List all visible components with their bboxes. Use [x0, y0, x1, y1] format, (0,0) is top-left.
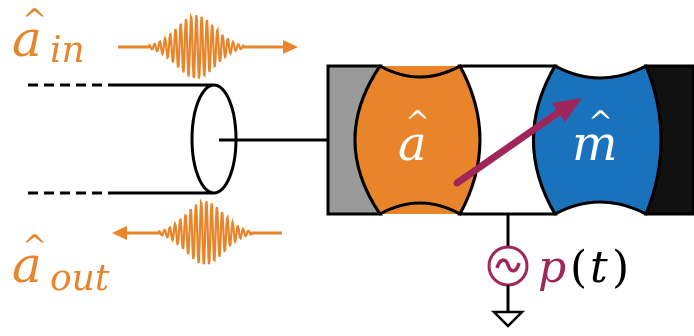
output-arrow-head: [112, 226, 127, 240]
output-signal: [112, 198, 282, 265]
cavity-mode-symbol: a: [398, 116, 427, 172]
label-drive: p ( t ): [538, 242, 629, 293]
drive-paren-open: (: [570, 242, 587, 293]
magnon-mode-hat: ^: [588, 105, 613, 140]
label-a-in: a ^ in: [12, 3, 85, 71]
label-cavity-mode: a ^: [398, 105, 430, 172]
drive-paren-close: ): [612, 242, 629, 293]
drive-function: p: [538, 242, 566, 293]
label-magnon-mode: m ^: [572, 105, 618, 172]
ac-source-tilde: [495, 258, 521, 273]
drive-circuit: [487, 214, 529, 328]
a-out-subscript: out: [50, 258, 110, 299]
ground-icon: [490, 310, 526, 328]
magnon-mode-symbol: m: [572, 116, 618, 172]
a-out-symbol: a: [12, 236, 42, 294]
input-signal: [118, 12, 298, 79]
drive-argument: t: [590, 242, 608, 293]
a-out-hat: ^: [22, 229, 47, 264]
output-wave-packet: [157, 198, 253, 265]
input-arrow-head: [283, 40, 298, 54]
a-in-symbol: a: [12, 10, 42, 68]
a-in-subscript: in: [50, 30, 85, 71]
input-wave-packet: [147, 12, 245, 79]
label-a-out: a ^ out: [12, 229, 110, 299]
a-in-hat: ^: [22, 3, 47, 38]
cavity-mode-hat: ^: [405, 105, 430, 140]
magnetization-arrow: [453, 98, 582, 187]
coax-cable: [28, 83, 330, 195]
